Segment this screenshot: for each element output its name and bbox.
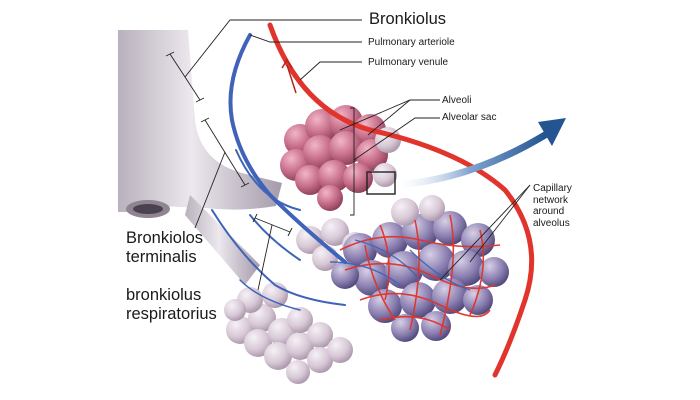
alveoli-cluster-capillary (329, 195, 509, 342)
label-alveolar-sac: Alveolar sac (442, 112, 497, 123)
label-capillary-network-line-2: network (533, 194, 569, 206)
pale-alveolar-sacs (224, 218, 368, 384)
pulmonary-venule-vessel (267, 22, 535, 378)
label-capillary-network-line-3: around (533, 206, 565, 217)
label-pulmonary-arteriole: Pulmonary arteriole (368, 37, 455, 48)
label-bronkiolus-respiratorius-line-2: respiratorius (126, 304, 217, 323)
label-alveoli: Alveoli (442, 95, 472, 106)
pink-alveolar-sac (280, 105, 401, 211)
label-pulmonary-venule: Pulmonary venule (368, 57, 449, 68)
label-capillary-network-line-1: Capillary (533, 183, 572, 194)
airflow-arrow (391, 118, 566, 189)
magnification-box (366, 171, 396, 195)
label-bronkiolus-respiratorius-line-1: bronkiolus (126, 286, 202, 304)
leader-lines (165, 19, 531, 291)
label-bronkiolos-terminalis-line-1: Bronkiolos (126, 229, 204, 247)
label-capillary-network: Capillary network around alveolus (533, 183, 572, 229)
label-bronkiolos-terminalis: Bronkiolos terminalis (126, 229, 203, 267)
bronchiole-tube (118, 30, 282, 285)
label-bronkiolus: Bronkiolus (369, 10, 447, 28)
pulmonary-arteriole-vessel (211, 33, 347, 311)
label-capillary-network-line-4: alveolus (533, 217, 570, 229)
label-bronkiolos-terminalis-line-2: terminalis (126, 247, 197, 266)
label-bronkiolus-respiratorius: bronkiolus respiratorius (126, 286, 217, 324)
